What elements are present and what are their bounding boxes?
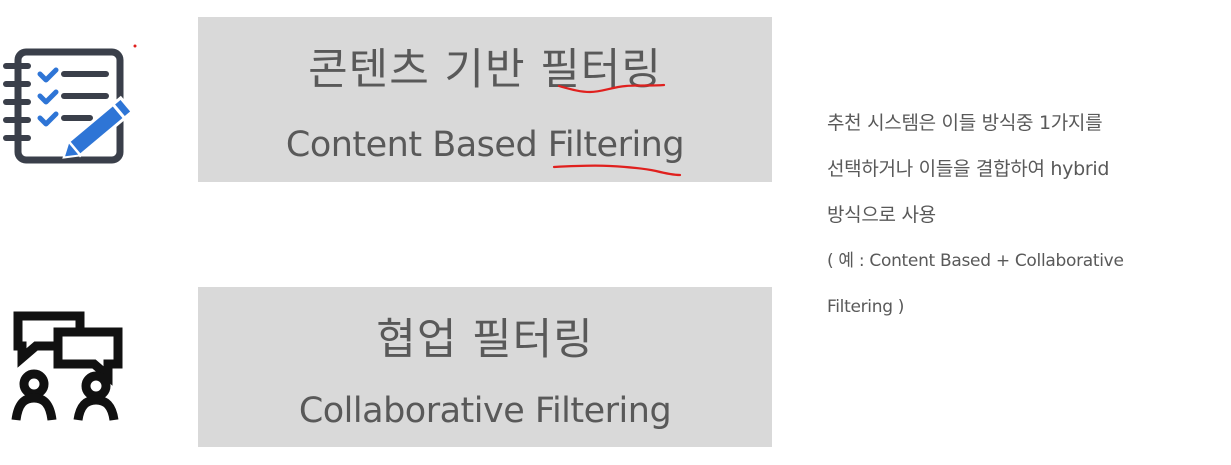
collaborative-title-ko: 협업 필터링 — [376, 315, 594, 365]
hybrid-note: 추천 시스템은 이들 방식중 1가지를 선택하거나 이들을 결합하여 hybri… — [827, 100, 1231, 330]
note-line-4: ( 예 : Content Based + Collaborative — [827, 251, 1124, 271]
people-chat-icon — [11, 311, 123, 421]
content-based-title-en: Content Based Filtering — [285, 125, 685, 165]
collaborative-title-en: Collaborative Filtering — [298, 391, 672, 431]
content-based-filtering-box: 콘텐츠 기반 필터링 Content Based Filtering — [198, 17, 772, 182]
note-line-1: 추천 시스템은 이들 방식중 1가지를 — [827, 112, 1103, 134]
note-line-5: Filtering ) — [827, 297, 905, 317]
content-based-title-ko: 콘텐츠 기반 필터링 — [308, 45, 662, 95]
checklist-pen-icon — [3, 44, 137, 164]
note-line-3: 방식으로 사용 — [827, 204, 936, 226]
collaborative-filtering-box: 협업 필터링 Collaborative Filtering — [198, 287, 772, 447]
note-line-2: 선택하거나 이들을 결합하여 hybrid — [827, 158, 1110, 180]
